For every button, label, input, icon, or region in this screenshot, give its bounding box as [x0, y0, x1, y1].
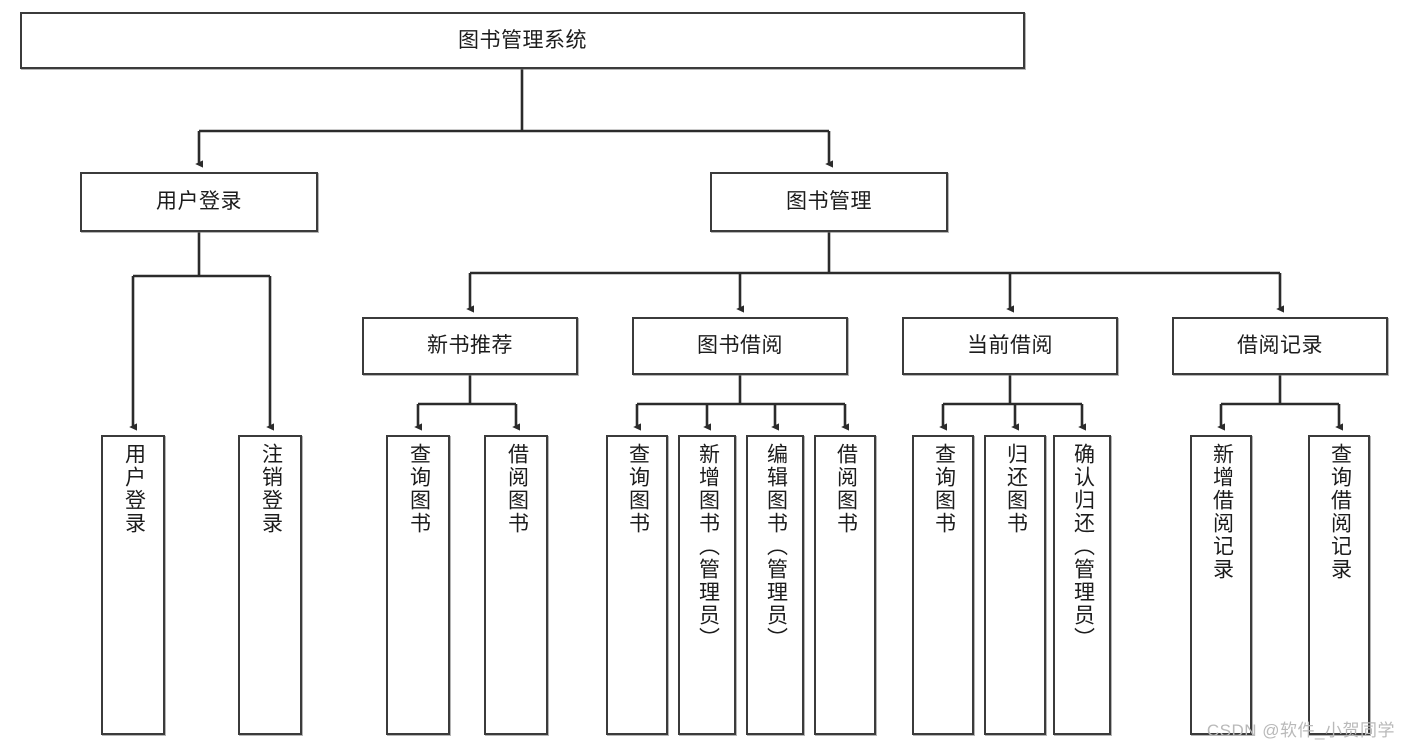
node-root-label: 图书管理系统 — [458, 28, 587, 52]
node-book-borrow-label: 图书借阅 — [697, 334, 783, 358]
node-leaf-confirm-return-admin[interactable]: 确认归还（管理员） — [1053, 435, 1111, 735]
node-current-borrow-label: 当前借阅 — [967, 334, 1053, 358]
node-leaf-borrow-book-rec-label: 借阅图书 — [505, 443, 529, 535]
node-leaf-logout[interactable]: 注销登录 — [238, 435, 302, 735]
node-leaf-borrow-book-borrow-label: 借阅图书 — [834, 443, 858, 535]
node-leaf-add-borrow-record[interactable]: 新增借阅记录 — [1190, 435, 1252, 735]
node-leaf-query-book-rec[interactable]: 查询图书 — [386, 435, 450, 735]
node-new-book-recommend[interactable]: 新书推荐 — [362, 317, 578, 375]
node-leaf-edit-book-admin-label: 编辑图书（管理员） — [764, 443, 788, 650]
node-book-borrow[interactable]: 图书借阅 — [632, 317, 848, 375]
node-leaf-query-borrow-record[interactable]: 查询借阅记录 — [1308, 435, 1370, 735]
node-leaf-query-book-current[interactable]: 查询图书 — [912, 435, 974, 735]
node-leaf-add-book-admin[interactable]: 新增图书（管理员） — [678, 435, 736, 735]
node-leaf-user-login-label: 用户登录 — [122, 443, 146, 535]
node-leaf-add-borrow-record-label: 新增借阅记录 — [1210, 443, 1234, 581]
node-leaf-confirm-return-admin-label: 确认归还（管理员） — [1071, 443, 1095, 650]
node-current-borrow[interactable]: 当前借阅 — [902, 317, 1118, 375]
csdn-watermark: CSDN @软件_小贺同学 — [1206, 721, 1395, 740]
node-leaf-add-book-admin-label: 新增图书（管理员） — [696, 443, 720, 650]
node-leaf-user-login[interactable]: 用户登录 — [101, 435, 165, 735]
node-new-book-recommend-label: 新书推荐 — [427, 334, 513, 358]
node-borrow-record[interactable]: 借阅记录 — [1172, 317, 1388, 375]
node-user-login-label: 用户登录 — [156, 190, 242, 214]
node-book-manage-label: 图书管理 — [786, 190, 872, 214]
node-leaf-borrow-book-borrow[interactable]: 借阅图书 — [814, 435, 876, 735]
node-book-manage[interactable]: 图书管理 — [710, 172, 948, 232]
node-leaf-query-book-rec-label: 查询图书 — [407, 443, 431, 535]
node-leaf-query-book-current-label: 查询图书 — [932, 443, 956, 535]
node-leaf-query-book-borrow-label: 查询图书 — [626, 443, 650, 535]
node-leaf-return-book-label: 归还图书 — [1004, 443, 1028, 535]
node-leaf-edit-book-admin[interactable]: 编辑图书（管理员） — [746, 435, 804, 735]
node-leaf-query-borrow-record-label: 查询借阅记录 — [1328, 443, 1352, 581]
node-leaf-logout-label: 注销登录 — [259, 443, 283, 535]
node-root[interactable]: 图书管理系统 — [20, 12, 1025, 69]
node-leaf-query-book-borrow[interactable]: 查询图书 — [606, 435, 668, 735]
node-leaf-borrow-book-rec[interactable]: 借阅图书 — [484, 435, 548, 735]
node-leaf-return-book[interactable]: 归还图书 — [984, 435, 1046, 735]
node-user-login[interactable]: 用户登录 — [80, 172, 318, 232]
node-borrow-record-label: 借阅记录 — [1237, 334, 1323, 358]
